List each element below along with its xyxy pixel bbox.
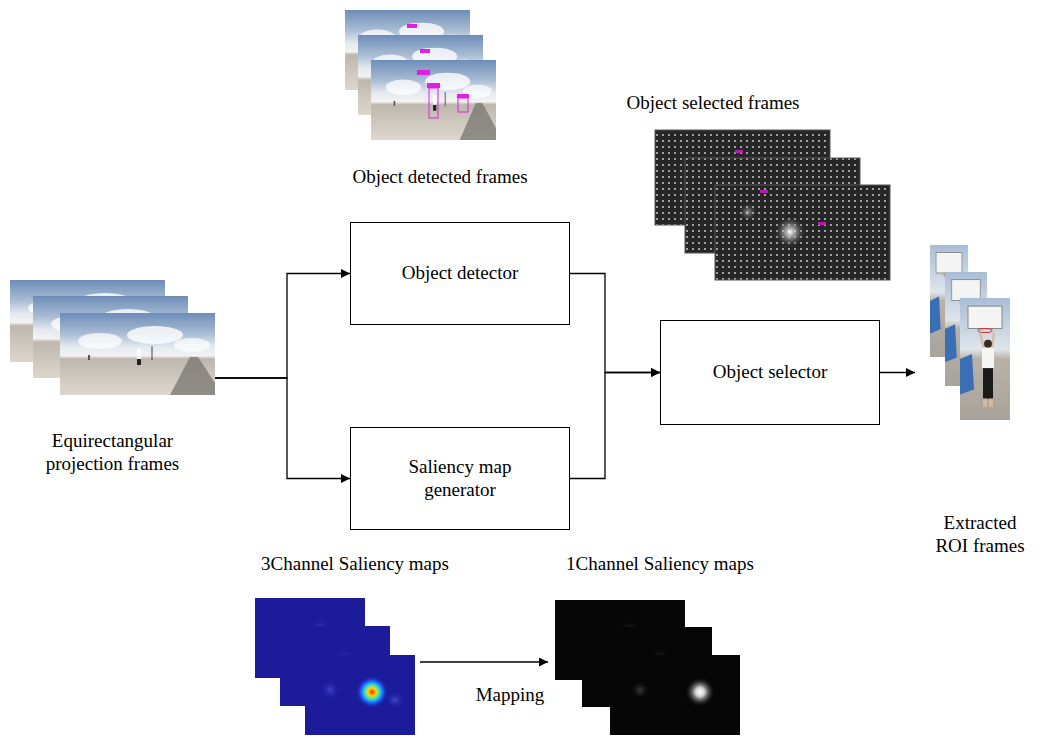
illustration-part bbox=[457, 94, 469, 98]
image-node: Extracted ROI frames bbox=[915, 245, 1045, 558]
illustration-part bbox=[774, 216, 806, 248]
illustration-part bbox=[739, 203, 757, 221]
process-box: Object detector bbox=[350, 222, 570, 325]
illustration-part bbox=[458, 98, 468, 112]
illustration-part bbox=[735, 150, 743, 153]
illustration-part bbox=[818, 222, 826, 225]
illustration-part bbox=[407, 24, 417, 28]
gray-saliency-maps bbox=[555, 600, 740, 735]
box-label: Saliency map generator bbox=[390, 456, 530, 502]
flow-arrow bbox=[570, 373, 660, 479]
figure-label: 1Channel Saliency maps bbox=[566, 553, 754, 576]
illustration-part bbox=[420, 49, 430, 53]
mapping-arrow bbox=[420, 661, 548, 662]
figure-label: Object selected frames bbox=[626, 92, 799, 115]
image-spacer bbox=[10, 280, 215, 430]
roi-frames bbox=[930, 245, 1010, 420]
illustration-part bbox=[356, 676, 388, 708]
image-spacer bbox=[915, 245, 1045, 512]
illustration-part bbox=[427, 83, 440, 88]
figure-label: Object detected frames bbox=[352, 166, 527, 189]
illustration-part bbox=[371, 60, 496, 140]
illustration-part bbox=[429, 88, 438, 118]
image-node: Equirectangular projection frames bbox=[10, 280, 215, 476]
box-label: Object detector bbox=[402, 262, 519, 285]
illustration-part bbox=[320, 680, 340, 700]
figure-label: 3Channel Saliency maps bbox=[261, 553, 449, 576]
figure-label: Mapping bbox=[476, 684, 545, 707]
illustration-part bbox=[417, 70, 430, 75]
flow-arrow bbox=[215, 274, 350, 379]
flow-arrow bbox=[215, 378, 350, 479]
rgb-saliency-maps bbox=[255, 598, 415, 735]
illustration-part bbox=[630, 680, 650, 700]
illustration-part bbox=[715, 185, 890, 280]
illustration-part bbox=[610, 655, 740, 735]
input-frames bbox=[10, 280, 215, 395]
illustration-part bbox=[60, 313, 215, 395]
selected-frames bbox=[655, 130, 890, 280]
image-caption: Extracted ROI frames bbox=[930, 512, 1030, 558]
box-label: Object selector bbox=[713, 361, 827, 384]
illustration-part bbox=[385, 690, 405, 710]
illustration-part bbox=[305, 655, 415, 735]
process-box: Object selector bbox=[660, 320, 880, 425]
process-box: Saliency map generator bbox=[350, 427, 570, 530]
illustration-part bbox=[960, 298, 1010, 420]
flow-arrow bbox=[570, 274, 660, 373]
illustration-part bbox=[685, 677, 715, 707]
image-caption: Equirectangular projection frames bbox=[38, 430, 188, 476]
illustration-part bbox=[760, 190, 768, 193]
flow-arrow bbox=[880, 372, 915, 373]
detected-frames bbox=[345, 10, 496, 140]
